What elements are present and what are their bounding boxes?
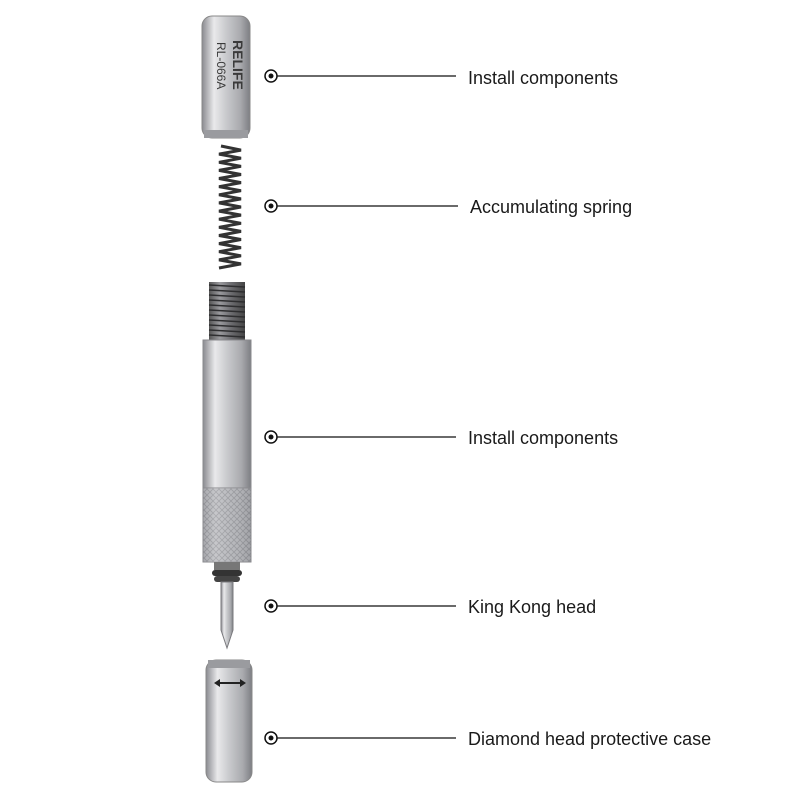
thread-ridge — [208, 319, 246, 323]
double-arrow-icon — [214, 679, 246, 687]
thread-ridge — [208, 324, 246, 328]
thread-ridge — [208, 294, 246, 298]
callout-label-diamond-head-protective-case: Diamond head protective case — [468, 729, 712, 749]
callout-marker-0 — [264, 69, 456, 83]
brand-logo: RELIFE — [230, 40, 246, 90]
callout-marker-4 — [264, 731, 456, 745]
callout-label-accumulating-spring: Accumulating spring — [470, 197, 633, 217]
leader-lines — [264, 69, 458, 745]
thread-ridge — [208, 309, 246, 313]
callout-label-install-components-body: Install components — [468, 428, 619, 448]
threaded-section — [208, 282, 246, 340]
model-number: RL-066A — [214, 42, 228, 89]
top-cap: RELIFE RL-066A — [201, 15, 251, 139]
pen-body — [202, 339, 252, 491]
tip-ring — [212, 562, 242, 582]
callout-marker-2 — [264, 430, 456, 444]
thread-ridge — [208, 329, 246, 333]
thread-ridge — [208, 299, 246, 303]
protective-case — [205, 659, 253, 783]
callout-marker-3 — [264, 599, 456, 613]
knurled-grip — [202, 487, 252, 563]
thread-ridge — [208, 334, 246, 338]
king-kong-head — [220, 581, 234, 650]
callout-label-king-kong-head: King Kong head — [468, 597, 597, 617]
thread-ridge — [208, 314, 246, 318]
thread-ridge — [208, 304, 246, 308]
accumulating-spring — [218, 144, 242, 270]
thread-ridge — [208, 284, 246, 288]
thread-ridge — [208, 289, 246, 293]
callout-marker-1 — [264, 199, 458, 213]
callout-label-install-components-top: Install components — [468, 68, 619, 88]
